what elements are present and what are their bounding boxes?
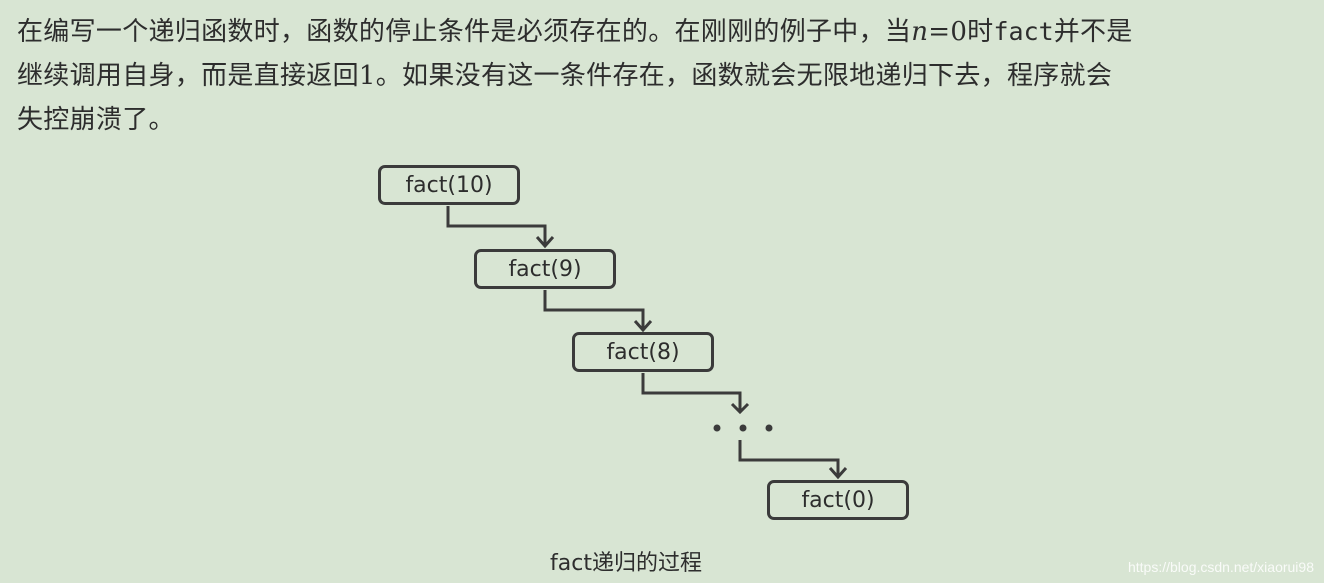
ellipsis-dot-3 bbox=[765, 424, 773, 432]
connector-9-to-8 bbox=[543, 290, 645, 330]
arrowhead-8-to-ellipsis bbox=[730, 402, 750, 415]
paragraph-text-1b: 并不是 bbox=[1053, 17, 1133, 47]
variable-n: n bbox=[911, 17, 929, 47]
watermark: https://blog.csdn.net/xiaorui98 bbox=[1127, 559, 1314, 575]
paragraph-text-1eq: =0时 bbox=[928, 17, 994, 47]
connector-10-to-9 bbox=[446, 206, 547, 246]
paragraph-line-3: 失控崩溃了。 bbox=[17, 105, 175, 135]
node-fact-9: fact(9) bbox=[474, 249, 616, 289]
body-paragraph: 在编写一个递归函数时，函数的停止条件是必须存在的。在刚刚的例子中，当n=0时fa… bbox=[17, 10, 1312, 142]
code-fact: fact bbox=[993, 17, 1054, 46]
node-fact-8: fact(8) bbox=[572, 332, 714, 372]
paragraph-text-1a: 在编写一个递归函数时，函数的停止条件是必须存在的。在刚刚的例子中，当 bbox=[17, 17, 912, 47]
paragraph-line-1: 在编写一个递归函数时，函数的停止条件是必须存在的。在刚刚的例子中，当n=0时fa… bbox=[17, 10, 1312, 54]
paragraph-line-2: 继续调用自身，而是直接返回1。如果没有这一条件存在，函数就会无限地递归下去，程序… bbox=[17, 61, 1113, 91]
ellipsis-dot-1 bbox=[713, 424, 721, 432]
ellipsis-dot-2 bbox=[739, 424, 747, 432]
node-fact-0: fact(0) bbox=[767, 480, 909, 520]
connector-ellipsis-to-0 bbox=[738, 440, 840, 477]
arrowhead-10-to-9 bbox=[535, 236, 555, 249]
arrowhead-ellipsis-to-0 bbox=[828, 467, 848, 480]
node-fact-10: fact(10) bbox=[378, 165, 520, 205]
connector-8-to-ellipsis bbox=[641, 373, 742, 412]
arrowhead-9-to-8 bbox=[633, 320, 653, 333]
figure-caption: fact递归的过程 bbox=[550, 551, 702, 576]
